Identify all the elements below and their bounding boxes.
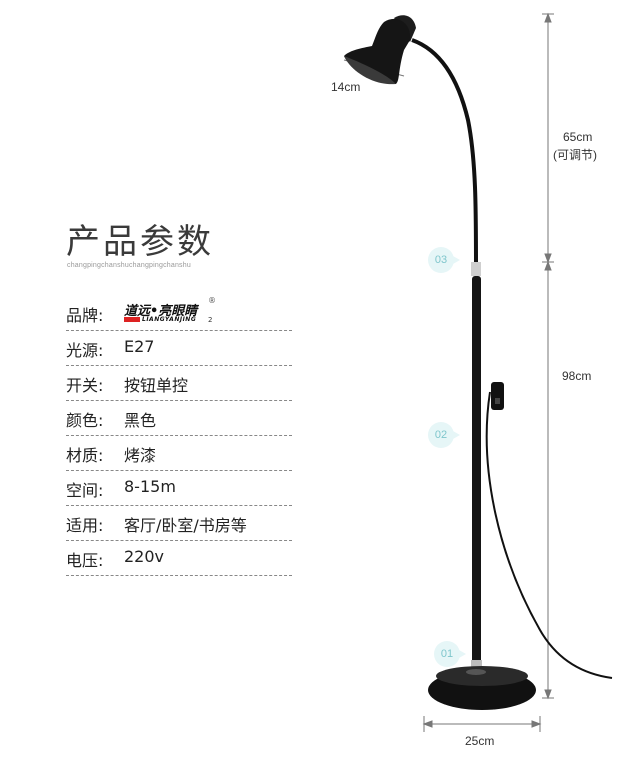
- spec-value: 烤漆: [124, 446, 157, 465]
- spec-list: 品牌: 道远•亮眼睛 LIANGYANJING ® 2 光源: E27 开关: …: [66, 296, 292, 576]
- pole-height-label: 98cm: [562, 369, 592, 383]
- spec-row-color: 颜色: 黑色: [66, 401, 292, 436]
- brand-logo: 道远•亮眼睛 LIANGYANJING ® 2: [124, 296, 216, 326]
- pole-joint: [471, 262, 481, 276]
- base-width-label: 25cm: [465, 734, 495, 748]
- neck-height-label: 65cm: [563, 130, 593, 144]
- spec-value: 8-15m: [124, 477, 176, 496]
- spec-value: 按钮单控: [124, 376, 189, 395]
- brand-name-cn: 道远•亮眼睛: [124, 304, 198, 319]
- callout-02: 02: [428, 422, 460, 448]
- callout-03: 03: [428, 247, 460, 273]
- spec-row-material: 材质: 烤漆: [66, 436, 292, 471]
- spec-label: 电压:: [66, 551, 104, 570]
- spec-label: 品牌:: [66, 306, 104, 325]
- spec-value: 黑色: [124, 411, 157, 430]
- spec-value: 220v: [124, 547, 165, 566]
- callout-01: 01: [434, 641, 466, 667]
- pole-base-collar: [471, 660, 482, 668]
- spec-label: 适用:: [66, 516, 104, 535]
- spec-row-usage: 适用: 客厅/卧室/书房等: [66, 506, 292, 541]
- spec-label: 光源:: [66, 341, 104, 360]
- power-cord: [485, 391, 613, 679]
- spec-row-switch: 开关: 按钮单控: [66, 366, 292, 401]
- brand-sub: 2: [208, 316, 213, 324]
- shade-width-label: 14cm: [331, 80, 361, 94]
- dimension-lines: [343, 12, 554, 732]
- spec-row-voltage: 电压: 220v: [66, 541, 292, 576]
- spec-row-brand: 品牌: 道远•亮眼睛 LIANGYANJING ® 2: [66, 296, 292, 331]
- spec-label: 材质:: [66, 446, 104, 465]
- spec-label: 颜色:: [66, 411, 104, 430]
- page-subtitle: changpingchanshuchangpingchanshu: [67, 262, 191, 269]
- lamp-shade: [344, 15, 416, 85]
- registered-mark: ®: [208, 296, 216, 305]
- spec-label: 开关:: [66, 376, 104, 395]
- spec-value: E27: [124, 337, 155, 356]
- spec-row-light-source: 光源: E27: [66, 331, 292, 366]
- spec-label: 空间:: [66, 481, 104, 500]
- switch-icon: [491, 382, 504, 410]
- gooseneck-arm: [411, 38, 478, 269]
- lamp-pole: [472, 276, 481, 670]
- brand-mark-icon: [124, 317, 140, 322]
- spec-value: 客厅/卧室/书房等: [124, 516, 247, 535]
- brand-name-en: LIANGYANJING: [142, 316, 197, 323]
- page-title: 产品参数: [66, 222, 214, 262]
- neck-adjustable-note: (可调节): [553, 148, 597, 162]
- spec-row-space: 空间: 8-15m: [66, 471, 292, 506]
